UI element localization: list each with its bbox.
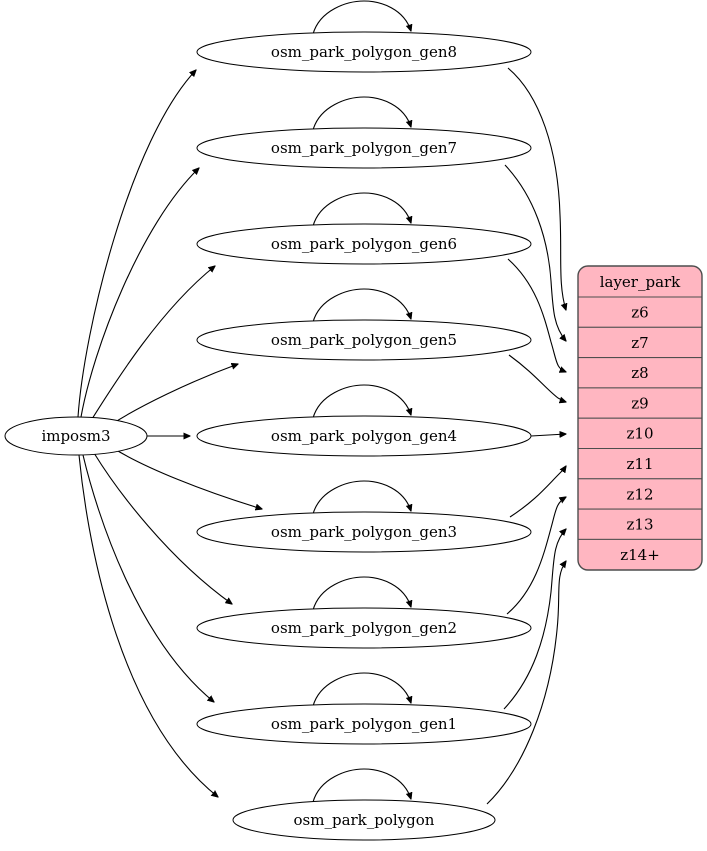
node-gen1[interactable]: osm_park_polygon_gen1: [196, 703, 532, 745]
gen1-label: osm_park_polygon_gen1: [271, 715, 457, 733]
edge-gen6-z8: [507, 258, 566, 372]
edge-base-z14: [486, 561, 566, 805]
edge-gen7-z7: [504, 164, 566, 341]
gen6-ellipse[interactable]: [196, 223, 532, 265]
node-gen3[interactable]: osm_park_polygon_gen3: [196, 511, 532, 553]
node-imposm3[interactable]: imposm3: [4, 416, 148, 456]
gen4-label: osm_park_polygon_gen4: [271, 427, 457, 445]
edge-gen4-z10: [530, 434, 566, 436]
self-loop-gen4: [312, 384, 411, 419]
table-row-z12[interactable]: [578, 478, 702, 510]
table-row-z7[interactable]: [578, 326, 702, 359]
node-gen5[interactable]: osm_park_polygon_gen5: [196, 319, 532, 361]
self-loop-gen6: [312, 192, 411, 227]
edge-imposm3-base: [78, 454, 218, 797]
edges-imposm3-to-tables: [77, 70, 262, 797]
base-ellipse[interactable]: [232, 799, 496, 841]
gen8-label: osm_park_polygon_gen8: [271, 43, 457, 61]
table-cell-z10: z10: [627, 425, 654, 443]
layer-park-table[interactable]: layer_park z6 z7 z8 z9 z10 z11 z12 z13 z…: [577, 265, 703, 571]
gen5-label: osm_park_polygon_gen5: [271, 331, 457, 349]
gen8-ellipse[interactable]: [196, 31, 532, 73]
base-label: osm_park_polygon: [294, 811, 435, 829]
node-gen8[interactable]: osm_park_polygon_gen8: [196, 31, 532, 73]
edge-gen2-z12: [506, 497, 566, 615]
table-cell-z12: z12: [627, 485, 654, 503]
self-loop-gen7: [312, 96, 411, 131]
self-loop-gen1: [312, 672, 411, 707]
gen6-label: osm_park_polygon_gen6: [271, 235, 457, 253]
edge-imposm3-gen5: [111, 364, 238, 425]
gen4-ellipse[interactable]: [196, 415, 532, 457]
self-loop-gen5: [312, 288, 411, 323]
table-cell-z13: z13: [627, 516, 654, 534]
table-cell-z8: z8: [631, 364, 648, 382]
table-cell-z7: z7: [631, 334, 648, 352]
gen7-label: osm_park_polygon_gen7: [271, 139, 457, 157]
table-header-label: layer_park: [600, 273, 681, 291]
table-row-z11[interactable]: [578, 448, 702, 480]
node-gen6[interactable]: osm_park_polygon_gen6: [196, 223, 532, 265]
self-loop-gen3: [312, 480, 411, 515]
node-gen2[interactable]: osm_park_polygon_gen2: [196, 607, 532, 649]
gen1-ellipse[interactable]: [196, 703, 532, 745]
table-row-z13[interactable]: [578, 508, 702, 540]
self-loop-gen8: [312, 0, 411, 35]
edge-imposm3-gen6: [91, 266, 215, 420]
gen3-ellipse[interactable]: [196, 511, 532, 553]
self-loop-base: [312, 768, 411, 803]
table-cell-z6: z6: [631, 304, 648, 322]
edge-imposm3-gen8: [77, 70, 196, 418]
edge-imposm3-gen7: [80, 168, 199, 418]
gen7-ellipse[interactable]: [196, 127, 532, 169]
table-cell-z11: z11: [627, 455, 654, 473]
imposm3-ellipse[interactable]: [4, 416, 148, 456]
self-loop-edges: [312, 0, 411, 803]
gen2-ellipse[interactable]: [196, 607, 532, 649]
node-gen4[interactable]: osm_park_polygon_gen4: [196, 415, 532, 457]
node-base[interactable]: osm_park_polygon: [232, 799, 496, 841]
gen2-label: osm_park_polygon_gen2: [271, 619, 457, 637]
self-loop-gen2: [312, 576, 411, 611]
edge-imposm3-gen1: [82, 454, 214, 702]
edge-imposm3-gen2: [93, 452, 232, 604]
edge-gen5-z9: [508, 354, 566, 402]
edge-gen1-z13: [503, 529, 566, 710]
table-row-z9[interactable]: [578, 387, 702, 419]
gen5-ellipse[interactable]: [196, 319, 532, 361]
edges-tables-to-layer: [486, 67, 566, 805]
imposm3-label: imposm3: [41, 427, 110, 445]
edge-gen3-z11: [509, 466, 566, 518]
edge-imposm3-gen3: [112, 447, 262, 509]
gen3-label: osm_park_polygon_gen3: [271, 523, 457, 541]
edge-gen8-z6: [507, 67, 566, 310]
table-cell-z14: z14+: [620, 546, 660, 564]
table-outline: [577, 265, 703, 571]
table-row-z10[interactable]: [578, 417, 702, 450]
table-row-z14[interactable]: [578, 538, 702, 570]
table-cell-z9: z9: [631, 394, 648, 412]
node-gen7[interactable]: osm_park_polygon_gen7: [196, 127, 532, 169]
